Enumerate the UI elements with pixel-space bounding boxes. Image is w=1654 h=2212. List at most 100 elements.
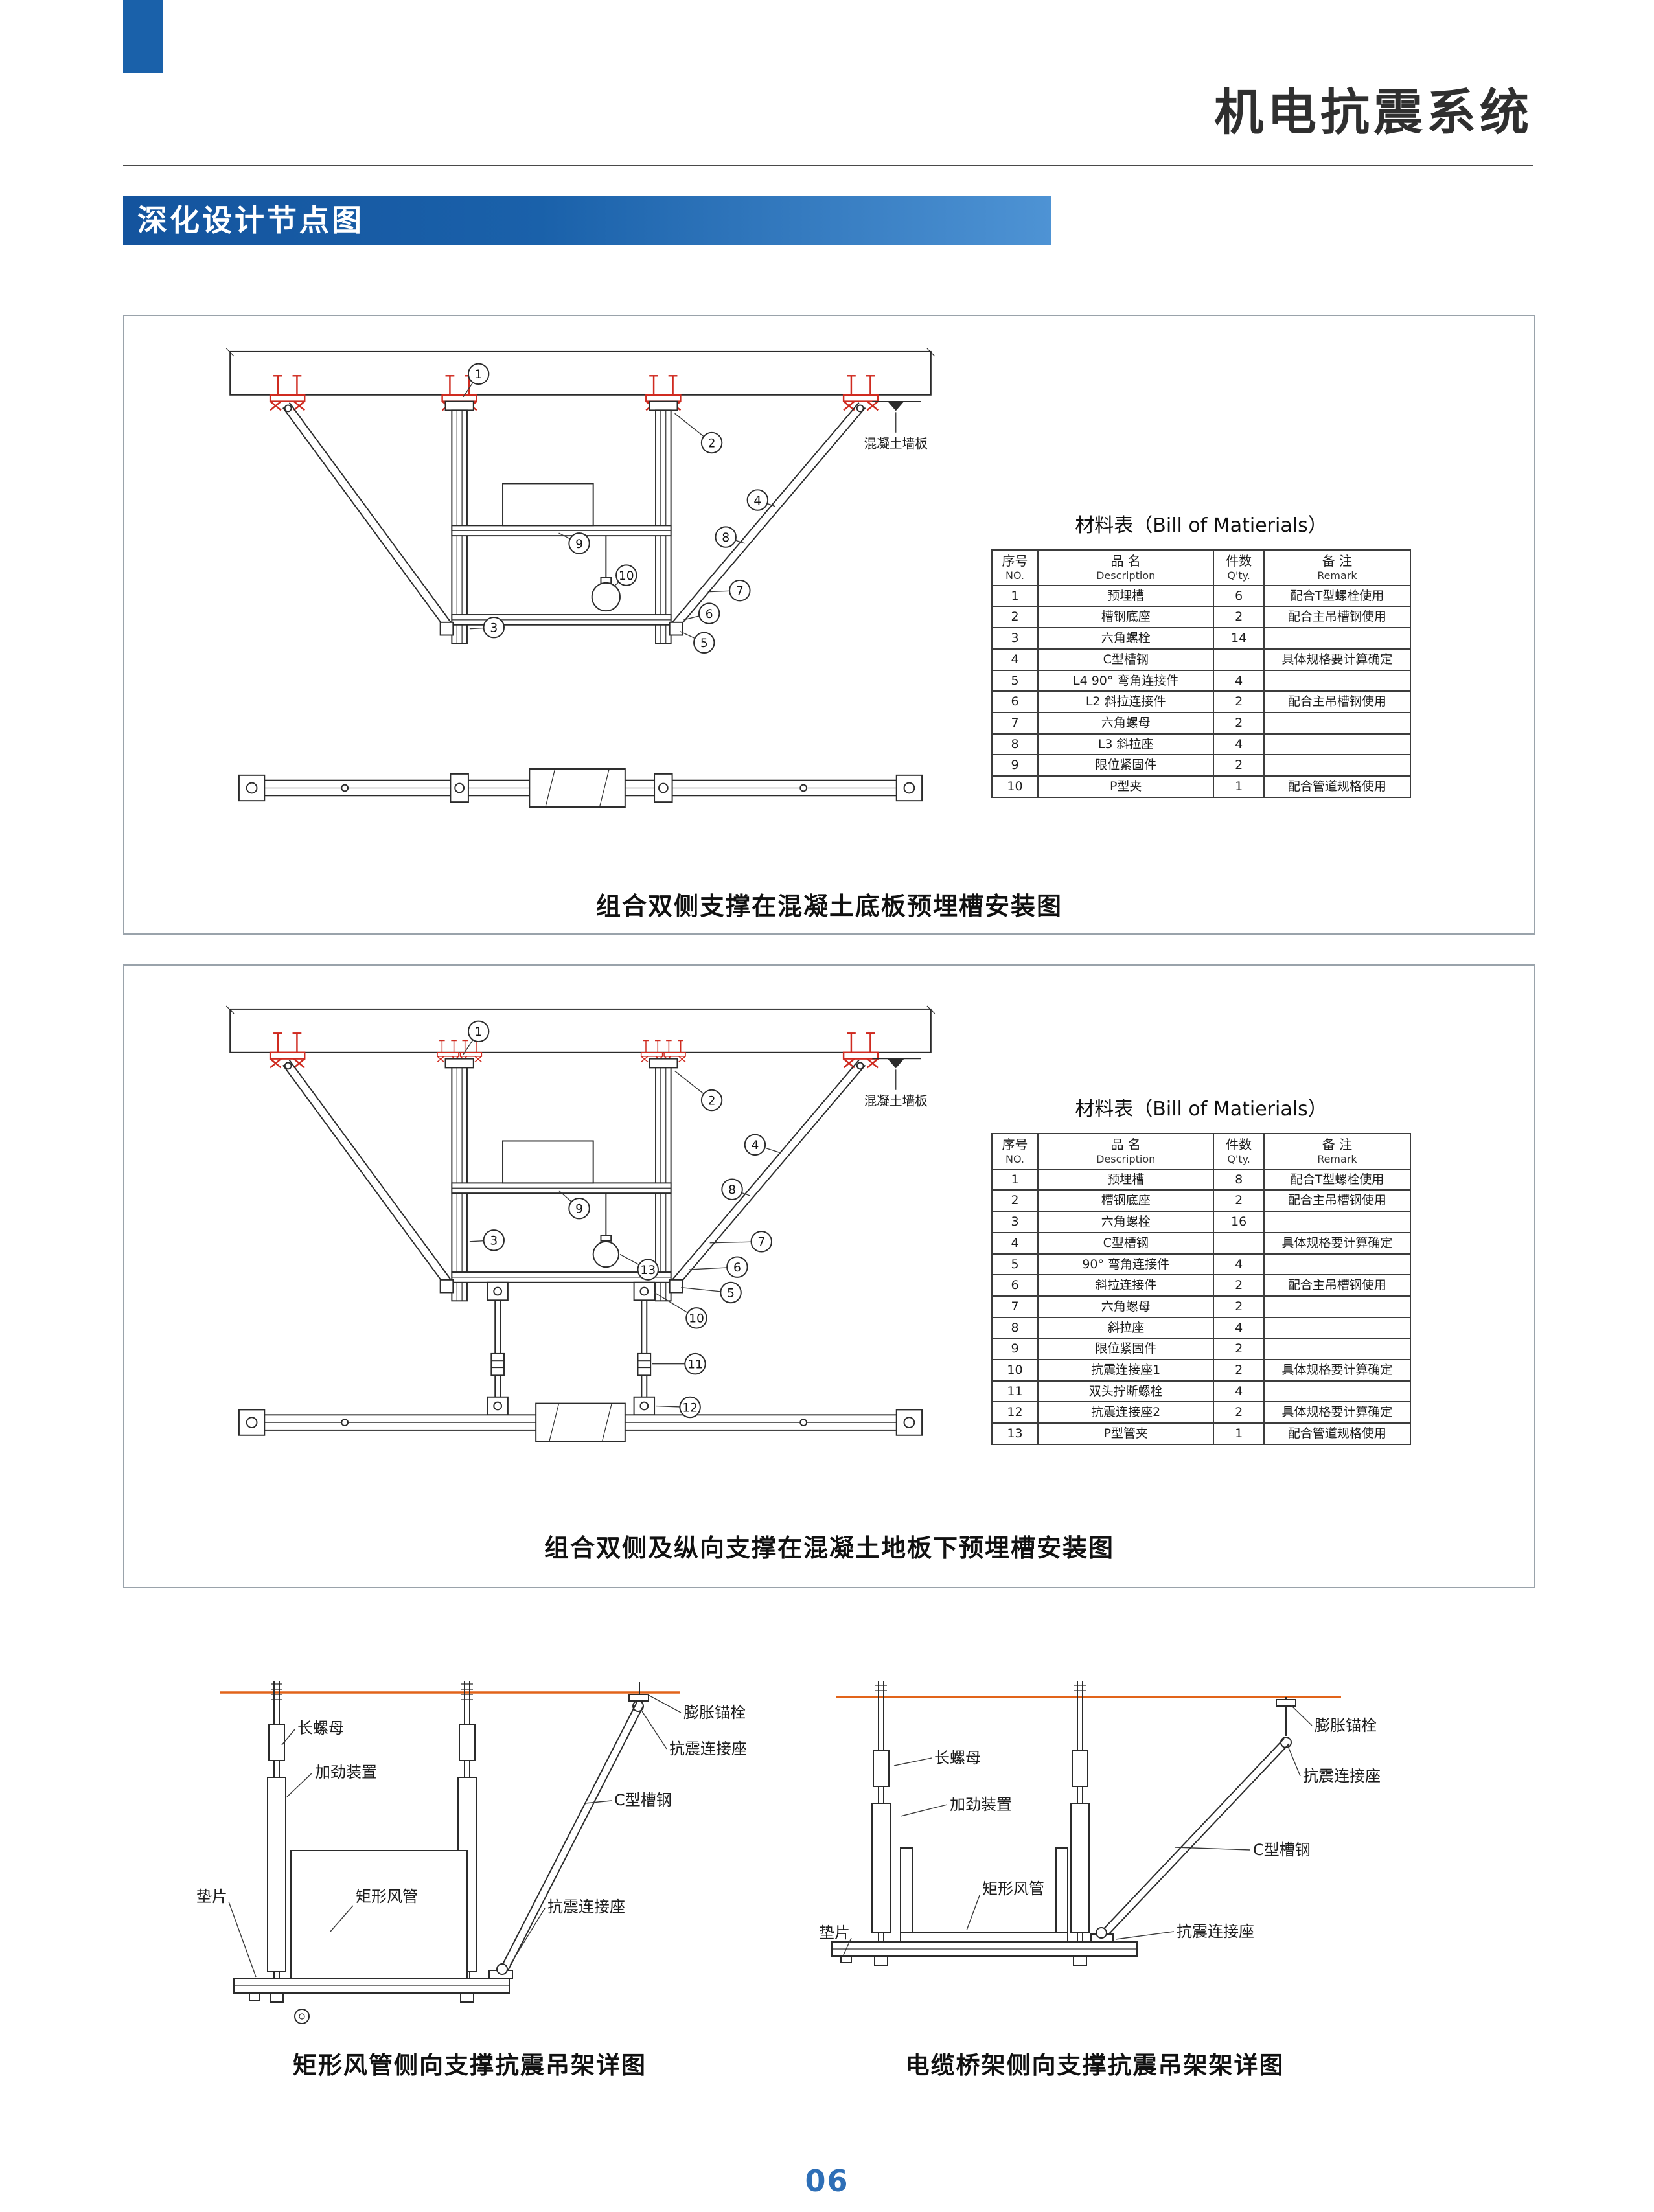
bom-cell: 配合主吊槽钢使用 bbox=[1263, 690, 1412, 713]
bom-cell bbox=[1263, 669, 1412, 692]
bom-cell: 斜拉连接件 bbox=[1037, 1274, 1215, 1297]
bom-cell: L2 斜拉连接件 bbox=[1037, 690, 1215, 713]
callout-1: 1 bbox=[475, 368, 483, 382]
bom-cell: 5 bbox=[991, 669, 1039, 692]
label-anchor: 膨胀锚栓 bbox=[683, 1704, 746, 1722]
label-connector-bottom: 抗震连接座 bbox=[1177, 1922, 1254, 1941]
bom-cell: 配合T型螺栓使用 bbox=[1263, 584, 1412, 608]
detail-labels: 长螺母 加劲装置 垫片 矩形风管 膨胀锚栓 抗震连接座 C型槽钢 抗震连接座 bbox=[196, 1694, 747, 1978]
bom-cell: 4 bbox=[991, 1231, 1039, 1255]
bom-cell bbox=[1263, 733, 1412, 756]
bom-cell: 具体规格要计算确定 bbox=[1263, 1358, 1412, 1382]
page-number: 06 bbox=[805, 2163, 849, 2198]
bom-cell: 3 bbox=[991, 627, 1039, 650]
bom-cell: 槽钢底座 bbox=[1037, 1189, 1215, 1213]
bom-cell bbox=[1263, 711, 1412, 735]
bom-cell: 4 bbox=[1213, 1380, 1265, 1403]
bom-cell: 4 bbox=[991, 648, 1039, 671]
bom-cell: 配合主吊槽钢使用 bbox=[1263, 1189, 1412, 1213]
seismic-brace bbox=[488, 1682, 649, 1979]
bom-cell: 2 bbox=[991, 1189, 1039, 1213]
label-long-nut: 长螺母 bbox=[297, 1719, 344, 1737]
label-duct: 矩形风管 bbox=[982, 1880, 1044, 1898]
callout-13: 13 bbox=[640, 1264, 656, 1277]
bom-cell: 10 bbox=[991, 775, 1039, 798]
bom-cell: 9 bbox=[991, 754, 1039, 777]
bom-cell: 2 bbox=[1213, 1401, 1265, 1424]
equipment-box bbox=[502, 1140, 594, 1184]
detail-labels: 膨胀锚栓 抗震连接座 长螺母 加劲装置 C型槽钢 矩形风管 垫片 抗震连接座 bbox=[819, 1704, 1381, 1955]
left-detail-caption: 矩形风管侧向支撑抗震吊架详图 bbox=[293, 2051, 647, 2079]
bom-cell bbox=[1263, 1380, 1412, 1403]
bom-cell: 1 bbox=[1213, 775, 1265, 798]
bom-cell: 配合T型螺栓使用 bbox=[1263, 1168, 1412, 1191]
bom-cell: 双头拧断螺栓 bbox=[1037, 1380, 1215, 1403]
bom-cell: 2 bbox=[1213, 754, 1265, 777]
label-connector-top: 抗震连接座 bbox=[1303, 1767, 1381, 1785]
level-mark bbox=[872, 401, 921, 433]
bom-cell: 6 bbox=[991, 690, 1039, 713]
bom-cell: 12 bbox=[991, 1401, 1039, 1424]
callout-10: 10 bbox=[619, 569, 634, 583]
left-hanger-rod bbox=[267, 1681, 286, 2003]
bom-cell: 8 bbox=[991, 1316, 1039, 1340]
label-long-nut: 长螺母 bbox=[934, 1749, 981, 1767]
bom-cell: 配合主吊槽钢使用 bbox=[1263, 606, 1412, 629]
embedded-channel-anchors bbox=[269, 375, 879, 411]
bom-cell: 1 bbox=[991, 584, 1039, 608]
callout-3: 3 bbox=[490, 622, 498, 635]
duct-lateral-brace-detail: 长螺母 加劲装置 垫片 矩形风管 膨胀锚栓 抗震连接座 C型槽钢 抗震连接座 bbox=[196, 1681, 747, 2024]
label-c-channel: C型槽钢 bbox=[614, 1791, 672, 1809]
callout-10: 10 bbox=[689, 1312, 704, 1326]
bom-cell: 6 bbox=[1213, 584, 1265, 608]
callout-1: 1 bbox=[475, 1025, 483, 1039]
plan-view-strut bbox=[238, 768, 923, 808]
bom-cell bbox=[1263, 754, 1412, 777]
panel1-drawing: 混凝土墙板 1 2 4 bbox=[225, 348, 936, 808]
callouts: 1 2 4 8 9 10 7 6 3 5 bbox=[463, 363, 776, 654]
callout-12: 12 bbox=[682, 1401, 698, 1415]
pipe-clamp bbox=[591, 536, 621, 612]
diagonal-braces bbox=[282, 402, 866, 636]
callout-2: 2 bbox=[708, 437, 716, 450]
bom-cell: P型管夹 bbox=[1037, 1422, 1215, 1445]
bom-cell: 六角螺母 bbox=[1037, 1295, 1215, 1318]
panel2-drawing: 混凝土墙板 bbox=[225, 1005, 936, 1442]
pipe-clamp bbox=[592, 1193, 619, 1268]
level-mark bbox=[872, 1058, 921, 1090]
bom-cell: 9 bbox=[991, 1338, 1039, 1360]
label-connector-top: 抗震连接座 bbox=[669, 1740, 747, 1758]
page-title: 机电抗震系统 bbox=[1214, 84, 1533, 141]
longitudinal-drop-rods bbox=[487, 1281, 656, 1416]
header-divider bbox=[123, 165, 1533, 166]
bom-cell: 1 bbox=[991, 1168, 1039, 1191]
slab-label: 混凝土墙板 bbox=[864, 1093, 928, 1108]
bom-cell: 六角螺栓 bbox=[1037, 627, 1215, 650]
bom-cell: 2 bbox=[1213, 606, 1265, 629]
bom-cell: 限位紧固件 bbox=[1037, 754, 1215, 777]
left-hanger-rod bbox=[871, 1681, 891, 1966]
bom-cell: 六角螺栓 bbox=[1037, 1211, 1215, 1233]
label-stiffener: 加劲装置 bbox=[315, 1763, 377, 1781]
bom-cell: 2 bbox=[1213, 1274, 1265, 1297]
callout-5: 5 bbox=[700, 637, 708, 650]
bom-cell: L3 斜拉座 bbox=[1037, 733, 1215, 756]
panel2-caption: 组合双侧及纵向支撑在混凝土地板下预埋槽安装图 bbox=[544, 1534, 1114, 1562]
bom-cell bbox=[1263, 1211, 1412, 1233]
bom-cell: L4 90° 弯角连接件 bbox=[1037, 669, 1215, 692]
bom-cell: 7 bbox=[991, 1295, 1039, 1318]
trapeze-channel bbox=[831, 1941, 1138, 1963]
